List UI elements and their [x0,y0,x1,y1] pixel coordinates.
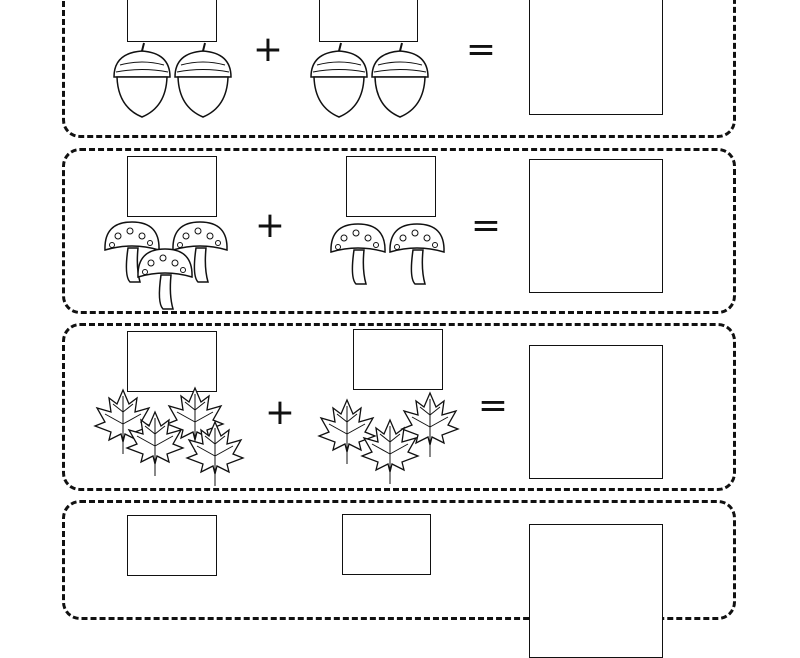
problem-row-3 [62,323,736,491]
mushroom-icon [389,223,445,285]
acorn-icon [113,42,171,118]
count-box-left-1 [127,0,217,42]
answer-box-4 [529,524,663,658]
problem-row-1 [62,0,736,138]
mushroom-icon [330,223,386,285]
count-box-right-3 [353,329,443,390]
plus-sign-2: + [254,205,286,246]
acorn-icon [310,42,368,118]
equals-sign-2: = [470,205,502,246]
mushroom-group-left-2 [104,221,228,310]
equals-sign-1: = [465,29,497,70]
count-box-right-2 [346,156,436,217]
mushroom-group-right-2 [330,223,445,285]
acorn-icon [174,42,232,118]
acorn-group-right-1 [310,42,429,118]
equals-sign-3: = [477,385,509,426]
problem-row-2 [62,148,736,314]
count-box-right-4 [342,514,431,575]
leaf-group-left-3 [94,387,244,487]
plus-sign-1: + [252,29,284,70]
count-box-left-2 [127,156,217,217]
acorn-group-left-1 [113,42,232,118]
plus-sign-3: + [264,392,296,433]
mushroom-icon [137,248,193,310]
count-box-right-1 [319,0,418,42]
count-box-left-3 [127,331,217,392]
answer-box-3 [529,345,663,479]
answer-box-2 [529,159,663,293]
count-box-left-4 [127,515,217,576]
answer-box-1 [529,0,663,115]
leaf-group-right-3 [318,392,459,485]
acorn-icon [371,42,429,118]
